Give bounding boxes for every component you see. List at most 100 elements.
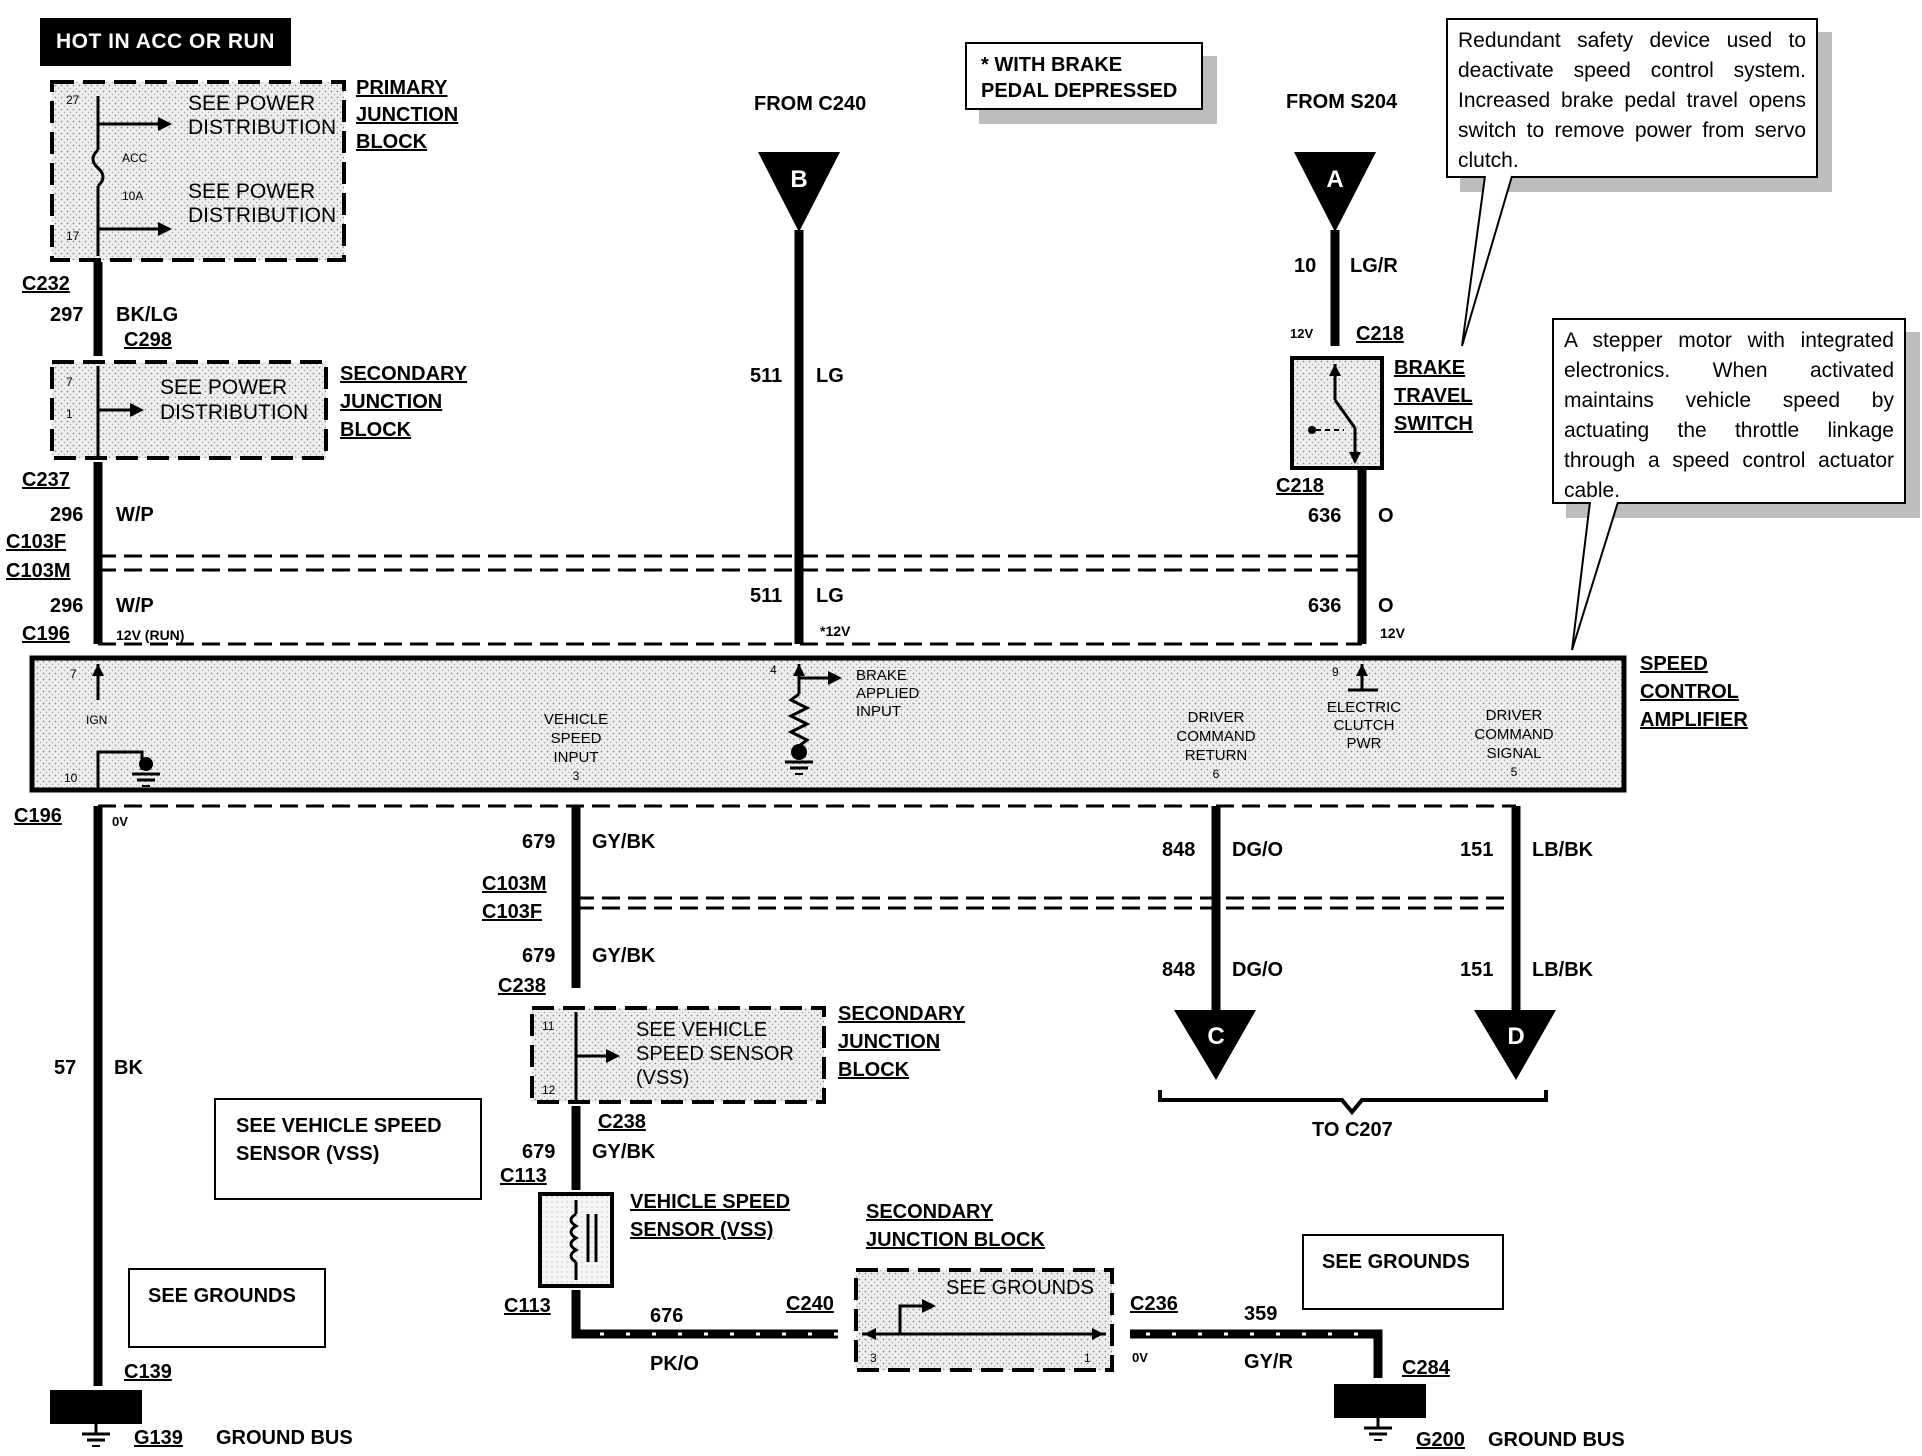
stepper-callout-pointer xyxy=(1571,501,1619,651)
connector-c103f-bot: C103F xyxy=(482,901,542,923)
amp-dcr-line2: COMMAND xyxy=(1176,728,1255,745)
sjb1-see-line1: SEE POWER xyxy=(160,376,287,399)
connector-c237: C237 xyxy=(22,469,70,491)
wire-296a-num: 296 xyxy=(50,504,83,526)
stepper-motor-note: A stepper motor with integrated electron… xyxy=(1552,318,1906,504)
amp-pin10: 10 xyxy=(64,771,78,785)
amp-ecp-line1: ELECTRIC xyxy=(1327,699,1401,716)
pjb-pin-17: 17 xyxy=(66,229,80,243)
brake-switch-name-line3: SWITCH xyxy=(1394,413,1473,435)
amp-resistor-icon xyxy=(787,692,811,752)
wire-359-solid xyxy=(1130,1329,1383,1378)
wire-679b-color: GY/BK xyxy=(592,945,656,967)
amp-dcr-line1: DRIVER xyxy=(1188,709,1245,726)
see-vss-line1: SEE VEHICLE SPEED xyxy=(236,1115,442,1137)
connector-c240: C240 xyxy=(786,1293,834,1315)
vss-name-line1: VEHICLE SPEED xyxy=(630,1191,790,1213)
sjb3-name-line2: JUNCTION BLOCK xyxy=(866,1229,1045,1251)
hot-in-acc-or-run-label: HOT IN ACC OR RUN xyxy=(40,18,291,66)
voltage-0v-c196: 0V xyxy=(112,814,128,829)
connector-c232: C232 xyxy=(22,273,70,295)
wire-297-num: 297 xyxy=(50,304,83,326)
sjb2-pin-12: 12 xyxy=(542,1083,556,1097)
wire-296b-num: 296 xyxy=(50,595,83,617)
connector-c196-top: C196 xyxy=(22,623,70,645)
connector-c298: C298 xyxy=(124,329,172,351)
pjb-see1-line2: DISTRIBUTION xyxy=(188,116,336,139)
terminal-c-label: C xyxy=(1207,1023,1224,1050)
voltage-12v-clutch: 12V xyxy=(1380,625,1406,641)
wire-636b-color: O xyxy=(1378,595,1394,617)
sjb2-name-line3: BLOCK xyxy=(838,1059,910,1081)
connector-c218-bot: C218 xyxy=(1276,475,1324,497)
brake-switch-name-line2: TRAVEL xyxy=(1394,385,1473,407)
wire-511b-num: 511 xyxy=(750,585,782,607)
voltage-12v-c218: 12V xyxy=(1290,326,1313,341)
switch-arrow-down-icon xyxy=(1349,452,1361,464)
wire-679c-num: 679 xyxy=(522,1141,555,1163)
connector-c113-top: C113 xyxy=(500,1165,547,1187)
terminal-d-label: D xyxy=(1507,1023,1524,1050)
wire-297-color: BK/LG xyxy=(116,304,178,326)
amp-vsi-line1: VEHICLE xyxy=(544,711,608,728)
pjb-arrow-1-icon xyxy=(158,117,172,131)
terminal-a-label: A xyxy=(1326,166,1343,193)
to-c207-brace xyxy=(1158,1090,1548,1116)
pjb-name-line1: PRIMARY xyxy=(356,77,448,99)
amp-dcs-line3: SIGNAL xyxy=(1486,745,1541,762)
amp-bai-line1: BRAKE xyxy=(856,667,907,684)
amp-ecp-line3: PWR xyxy=(1347,735,1382,752)
wire-848a-color: DG/O xyxy=(1232,839,1283,861)
connector-c238-bot: C238 xyxy=(598,1111,646,1133)
amp-pin4: 4 xyxy=(770,663,777,677)
wire-679a-color: GY/BK xyxy=(592,831,656,853)
ground-bus-g200 xyxy=(1334,1384,1426,1418)
pjb-see1-line1: SEE POWER xyxy=(188,92,315,115)
sjb3-branch xyxy=(898,1304,924,1334)
terminal-b-label: B xyxy=(790,166,807,193)
sjb2-pin-11: 11 xyxy=(542,1019,555,1033)
connector-c103f-top: C103F xyxy=(6,531,66,553)
terminal-a-triangle xyxy=(1294,152,1376,232)
sjb1-pin-1: 1 xyxy=(66,407,73,421)
wire-676-color: PK/O xyxy=(650,1353,699,1375)
switch-arrow-up-icon xyxy=(1329,364,1341,376)
pjb-see2-line2: DISTRIBUTION xyxy=(188,204,336,227)
amp-vsi-pin: 3 xyxy=(573,769,580,783)
amp-bai-arrow-icon xyxy=(828,671,842,685)
sjb2-name-line2: JUNCTION xyxy=(838,1031,940,1053)
from-c240-label: FROM C240 xyxy=(754,93,866,115)
connector-c113-bot: C113 xyxy=(504,1295,551,1317)
pjb-fuse-name: ACC xyxy=(122,151,148,165)
sjb1-name-line1: SECONDARY xyxy=(340,363,468,385)
wire-57-color: BK xyxy=(114,1057,143,1079)
sjb2-name-line1: SECONDARY xyxy=(838,1003,966,1025)
brake-pedal-note-line2: PEDAL DEPRESSED xyxy=(981,80,1178,102)
wire-848a-num: 848 xyxy=(1162,839,1195,861)
amp-pin9-arrow-icon xyxy=(1356,664,1368,676)
connector-c238-top: C238 xyxy=(498,975,546,997)
amp-ecp-line2: CLUTCH xyxy=(1334,717,1395,734)
ground-g139-label: G139 xyxy=(134,1427,183,1449)
amp-dcs-line2: COMMAND xyxy=(1474,726,1553,743)
connector-c284: C284 xyxy=(1402,1357,1451,1379)
see-grounds-right-box: SEE GROUNDS xyxy=(1302,1234,1504,1310)
wire-511b-color: LG xyxy=(816,585,844,607)
amp-pin9: 9 xyxy=(1332,665,1339,679)
sjb1-arrow-icon xyxy=(130,403,144,417)
see-vss-line2: SENSOR (VSS) xyxy=(236,1143,380,1165)
ground-g200-icon xyxy=(1364,1418,1392,1441)
voltage-12v-brake: *12V xyxy=(820,623,851,639)
brake-pedal-note-line1: * WITH BRAKE xyxy=(981,54,1123,76)
sjb3-arrow-left-icon xyxy=(864,1328,876,1340)
amp-name-line2: CONTROL xyxy=(1640,681,1739,703)
sjb3-see: SEE GROUNDS xyxy=(946,1277,1094,1299)
amp-dcr-line3: RETURN xyxy=(1185,747,1248,764)
amp-name-line1: SPEED xyxy=(1640,653,1708,675)
wire-676-solid xyxy=(571,1290,838,1339)
wire-359-num: 359 xyxy=(1244,1303,1277,1325)
amp-pin4-arrow-icon xyxy=(793,664,805,676)
ground-g200-label: G200 xyxy=(1416,1429,1465,1451)
wire-10-num: 10 xyxy=(1294,255,1316,277)
